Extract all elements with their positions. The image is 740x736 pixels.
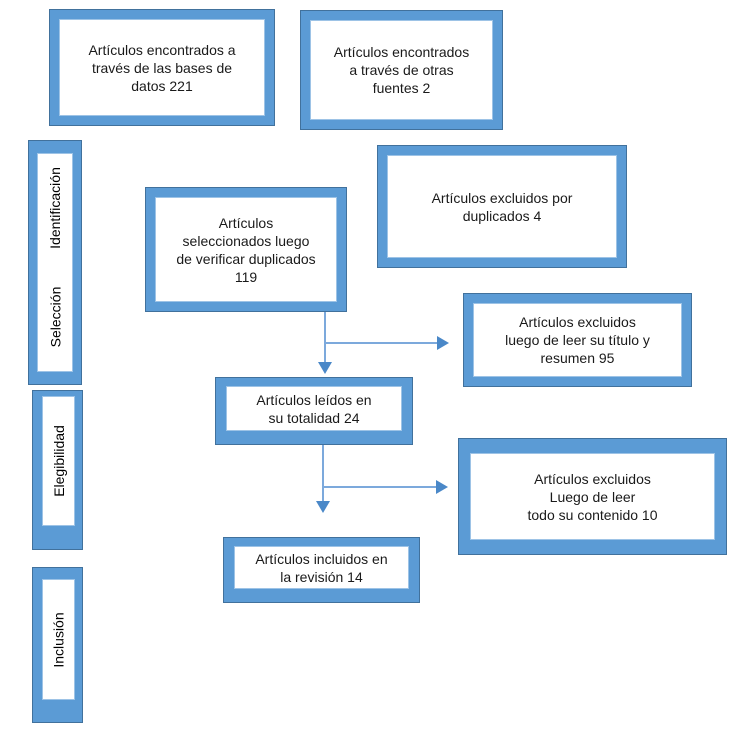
stage-band-identificacion-seleccion: Identificación Selección — [28, 140, 82, 385]
flow-box-excluded-duplicates-panel: Artículos excluidos por duplicados 4 — [387, 155, 617, 258]
arrowhead-right-icon — [436, 480, 448, 494]
flow-box-found-databases: Artículos encontrados a través de las ba… — [49, 9, 275, 126]
arrowhead-down-icon — [316, 501, 330, 513]
flow-box-selected-after-duplicates-panel: Artículos seleccionados luego de verific… — [155, 197, 337, 302]
flow-box-excluded-title-abstract: Artículos excluidos luego de leer su tít… — [463, 293, 692, 387]
flow-box-excluded-content-text: Artículos excluidos Luego de leer todo s… — [527, 470, 658, 523]
connector-line-down-1 — [324, 312, 326, 362]
flow-box-found-other-sources-panel: Artículos encontrados a través de otras … — [310, 20, 493, 120]
stage-label-identificacion: Identificación — [47, 167, 63, 250]
stage-band-inclusion: Inclusión — [32, 567, 83, 723]
flow-box-found-databases-panel: Artículos encontrados a través de las ba… — [59, 19, 265, 116]
flow-box-excluded-title-abstract-text: Artículos excluidos luego de leer su tít… — [505, 314, 650, 366]
connector-line-down-2 — [322, 445, 324, 501]
flow-box-full-read-panel: Artículos leídos en su totalidad 24 — [226, 386, 402, 431]
flow-box-included-text: Artículos incluidos en la revisión 14 — [255, 550, 388, 585]
arrowhead-right-icon — [437, 336, 449, 350]
flow-box-included-panel: Artículos incluidos en la revisión 14 — [234, 546, 409, 589]
stage-label-seleccion: Selección — [47, 286, 64, 348]
stage-band-elegibilidad-panel: Elegibilidad — [42, 396, 75, 526]
flow-box-excluded-content: Artículos excluidos Luego de leer todo s… — [458, 438, 727, 555]
flow-box-found-other-sources: Artículos encontrados a través de otras … — [300, 10, 503, 130]
flow-box-excluded-title-abstract-panel: Artículos excluidos luego de leer su tít… — [473, 303, 682, 377]
flow-box-full-read-text: Artículos leídos en su totalidad 24 — [256, 391, 372, 426]
flow-box-included: Artículos incluidos en la revisión 14 — [223, 537, 420, 603]
flow-box-found-other-sources-text: Artículos encontrados a través de otras … — [333, 44, 470, 96]
connector-line-right-2 — [323, 486, 436, 488]
arrowhead-down-icon — [318, 362, 332, 374]
stage-cell-identificacion: Identificación — [38, 154, 72, 263]
stage-band-panel: Identificación Selección — [37, 153, 73, 372]
connector-line-right-1 — [325, 342, 437, 344]
flow-box-excluded-duplicates: Artículos excluidos por duplicados 4 — [377, 145, 627, 268]
stage-band-elegibilidad: Elegibilidad — [32, 390, 83, 550]
flow-box-found-databases-text: Artículos encontrados a través de las ba… — [88, 41, 236, 94]
flow-box-selected-after-duplicates: Artículos seleccionados luego de verific… — [145, 187, 347, 312]
stage-label-elegibilidad: Elegibilidad — [50, 425, 67, 497]
flow-box-excluded-duplicates-text: Artículos excluidos por duplicados 4 — [431, 189, 573, 224]
stage-band-inclusion-panel: Inclusión — [42, 579, 75, 700]
flow-box-excluded-content-panel: Artículos excluidos Luego de leer todo s… — [470, 453, 715, 540]
stage-label-inclusion: Inclusión — [50, 611, 67, 668]
flow-box-full-read: Artículos leídos en su totalidad 24 — [215, 377, 413, 445]
stage-cell-seleccion: Selección — [38, 263, 72, 372]
flow-box-selected-after-duplicates-text: Artículos seleccionados luego de verific… — [176, 214, 316, 285]
